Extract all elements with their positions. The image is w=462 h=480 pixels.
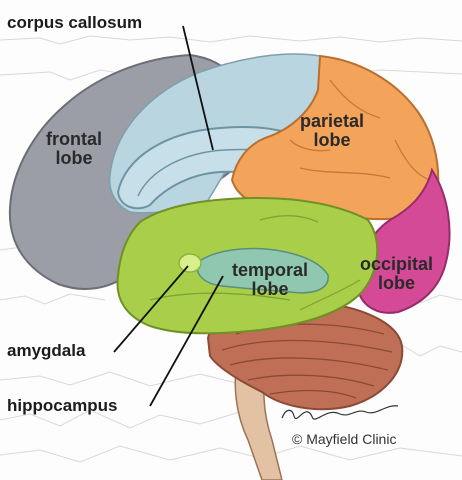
amygdala-label: amygdala — [7, 341, 86, 360]
parietal-folds — [289, 79, 431, 181]
frontal-lobe-label-line2: lobe — [55, 147, 93, 168]
pointer-lines — [113, 25, 224, 407]
amygdala-pointer — [113, 265, 189, 353]
artist-signature — [281, 405, 399, 420]
temporal-folds — [149, 215, 361, 311]
parietal-lobe-label: parietal lobe — [300, 112, 364, 150]
corpus-callosum-pointer — [182, 25, 214, 151]
occipital-lobe-label: occipital lobe — [360, 255, 433, 293]
occipital-lobe — [356, 167, 451, 314]
occipital-lobe-label-line1: occipital — [360, 254, 434, 274]
credit-text: © Mayfield Clinic — [292, 431, 397, 447]
parietal-lobe-label-line2: lobe — [313, 129, 351, 150]
corpus-callosum-label: corpus callosum — [7, 13, 143, 32]
frontal-lobe-label-line1: frontal — [46, 129, 102, 149]
frontal-lobe-label: frontal lobe — [46, 130, 102, 168]
occipital-lobe-label-line2: lobe — [378, 272, 416, 293]
hippocampus-pointer — [149, 275, 224, 407]
temporal-lobe-label-line1: temporal — [232, 260, 309, 280]
hippocampus-label: hippocampus — [7, 396, 118, 415]
hippocampus — [196, 247, 329, 294]
amygdala — [178, 253, 202, 273]
temporal-lobe-label: temporal lobe — [232, 261, 308, 299]
temporal-lobe-label-line2: lobe — [251, 278, 289, 299]
parietal-lobe-label-line1: parietal — [300, 111, 365, 131]
